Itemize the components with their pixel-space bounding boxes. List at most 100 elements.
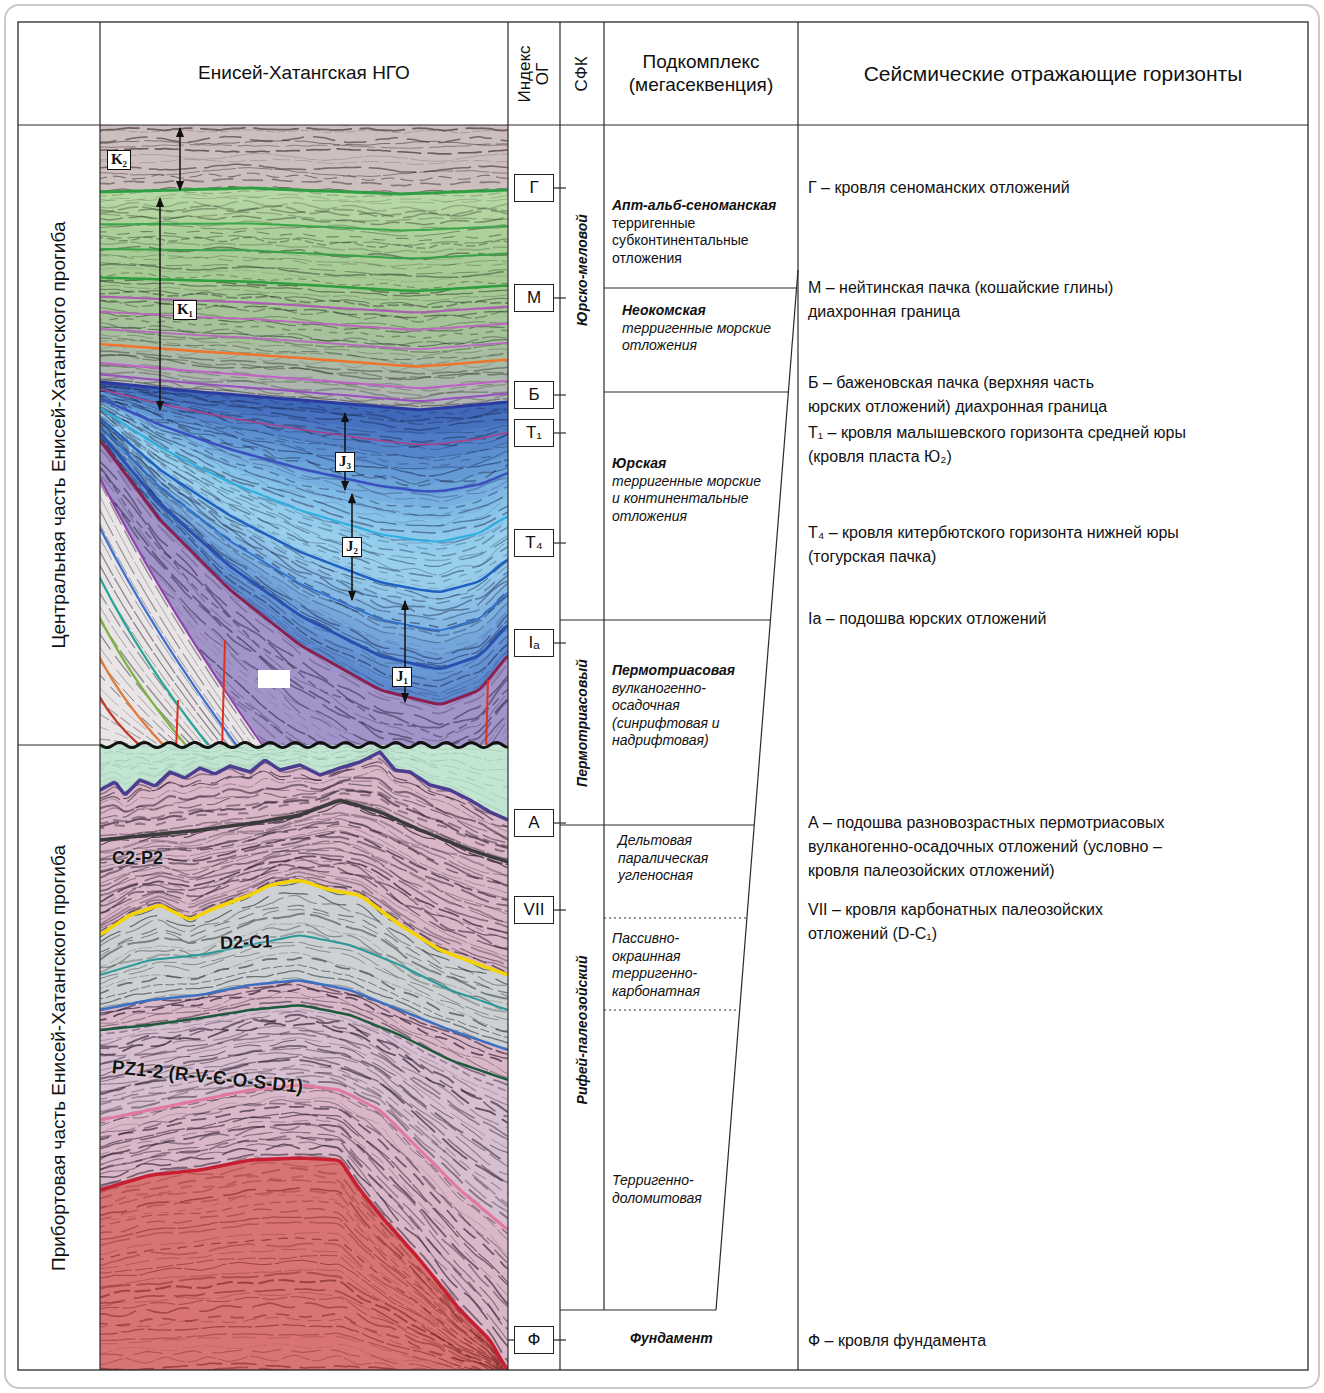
seismic-reflector xyxy=(100,1191,508,1370)
cell-text: Пермотриасовая xyxy=(612,662,757,680)
grid-line xyxy=(559,22,560,1370)
grid-line xyxy=(99,22,100,1370)
seismic-reflector xyxy=(100,140,508,145)
seismic-reflector xyxy=(100,1317,508,1370)
cell-text: терригенные морские и континентальные от… xyxy=(612,473,770,526)
column-header: Подкомплекс (мегасеквенция) xyxy=(604,22,798,125)
grid-line xyxy=(797,22,798,1370)
seismic-reflector xyxy=(100,1168,508,1370)
seismic-reflector xyxy=(100,186,508,193)
seismic-horizon xyxy=(100,752,508,820)
seismic-reflector xyxy=(100,340,508,365)
horizon-index: Т₄ xyxy=(525,534,542,553)
cell-text: Подкомплекс (мегасеквенция) xyxy=(604,51,798,97)
seismic-reflector xyxy=(100,670,178,745)
seismic-reflector xyxy=(100,1056,508,1183)
column-header: СФК xyxy=(560,22,604,125)
seismic-reflector xyxy=(100,1201,508,1370)
grid-line xyxy=(552,394,566,395)
stratigraphic-label: D2-C1 xyxy=(220,931,273,954)
rock-layer-fill xyxy=(100,125,508,194)
seismic-reflector xyxy=(100,882,508,975)
interval-name: K₂ xyxy=(111,152,127,168)
complex-band: Рифей-палеозойский xyxy=(560,825,604,1235)
seismic-section-upper xyxy=(100,125,508,745)
cell-text: Индекс ОГ xyxy=(516,43,552,105)
grid-line xyxy=(604,1010,740,1011)
interval-tag: J₂ xyxy=(342,537,362,557)
seismic-horizon xyxy=(100,382,508,410)
thickness-arrow xyxy=(159,198,161,410)
seismic-reflector xyxy=(100,558,226,745)
seismic-reflector xyxy=(100,179,508,186)
subcomplex-cell: Дельтовая паралическая угленосная xyxy=(618,832,746,885)
horizon-description: Ф – кровля фундамента xyxy=(808,1329,1303,1353)
cell-text: Пассивно-окраинная терригенно-карбонатна… xyxy=(612,930,732,1000)
seismic-reflector xyxy=(100,411,508,561)
fan-horizon xyxy=(100,610,190,745)
seismic-reflector xyxy=(100,1243,508,1370)
seismic-reflector xyxy=(100,572,220,745)
grid-line xyxy=(716,270,798,1310)
seismic-reflector xyxy=(100,793,508,851)
grid-line xyxy=(552,909,566,910)
complex-band: Пермотриасовый xyxy=(560,620,604,825)
region-label: Центральная часть Енисей-Хатангского про… xyxy=(18,125,100,745)
cell-text: терригенные субконтинентальные отложения xyxy=(612,215,784,268)
grid-line xyxy=(560,619,770,620)
horizon-index-box: Т₄ xyxy=(514,529,554,557)
interval-name: K₁ xyxy=(177,302,193,318)
fault-line xyxy=(486,680,488,745)
seismic-reflector xyxy=(100,925,508,1010)
grid-line xyxy=(552,1339,566,1340)
fan-horizon xyxy=(100,690,145,745)
seismic-reflector xyxy=(100,712,160,745)
grid-line xyxy=(507,22,508,1370)
interval-name: J₂ xyxy=(346,539,358,555)
seismic-reflector xyxy=(100,208,508,218)
seismic-reflector xyxy=(100,212,508,221)
interval-name: J₃ xyxy=(339,454,351,470)
seismic-reflector xyxy=(100,1303,508,1370)
subcomplex-cell: Пермотриасоваявулканогенно-осадочная (си… xyxy=(612,662,757,750)
horizon-description: Ia – подошва юрских отложений xyxy=(808,607,1303,631)
seismic-reflector xyxy=(100,1103,508,1264)
horizon-index: Б xyxy=(528,386,539,405)
grid-line xyxy=(552,822,566,823)
fault-line xyxy=(176,700,178,745)
seismic-reflector xyxy=(100,1363,508,1370)
cell-text: Фундамент xyxy=(630,1330,750,1348)
seismic-horizon xyxy=(100,1158,508,1370)
thickness-arrow xyxy=(179,128,181,190)
seismic-reflector xyxy=(100,1344,508,1370)
table-border xyxy=(18,22,1308,1370)
grid-line xyxy=(552,187,566,188)
horizon-index-box: Б xyxy=(514,381,554,409)
grid-line xyxy=(552,432,566,433)
horizon-index: Г xyxy=(529,179,538,198)
seismic-reflector xyxy=(100,1079,508,1219)
horizon-description: М – нейтинская пачка (кошайские глины) д… xyxy=(808,276,1168,324)
grid-line xyxy=(603,22,604,1310)
fan-horizon xyxy=(100,650,168,745)
seismic-horizon xyxy=(100,881,508,975)
seismic-reflector xyxy=(100,149,508,154)
seismic-reflector xyxy=(100,351,508,374)
cell-text: Апт-альб-сеноманская xyxy=(612,197,784,215)
grid-line xyxy=(560,824,754,825)
cell-text: Юрско-меловой xyxy=(575,214,590,326)
seismic-reflector xyxy=(100,1297,508,1370)
seismic-reflector xyxy=(100,422,508,610)
seismic-reflector xyxy=(100,747,508,761)
interval-tag: J₁ xyxy=(392,667,412,687)
seismic-reflector xyxy=(100,247,508,260)
seismic-reflector xyxy=(100,1333,508,1370)
cell-text: Дельтовая паралическая угленосная xyxy=(618,832,746,885)
seismic-horizon xyxy=(100,329,508,349)
seismic-reflector xyxy=(100,396,508,486)
seismic-reflector xyxy=(100,421,508,616)
seismic-reflector xyxy=(100,614,202,745)
complex-band: Юрско-меловой xyxy=(560,125,604,415)
seismic-horizon xyxy=(100,249,508,258)
